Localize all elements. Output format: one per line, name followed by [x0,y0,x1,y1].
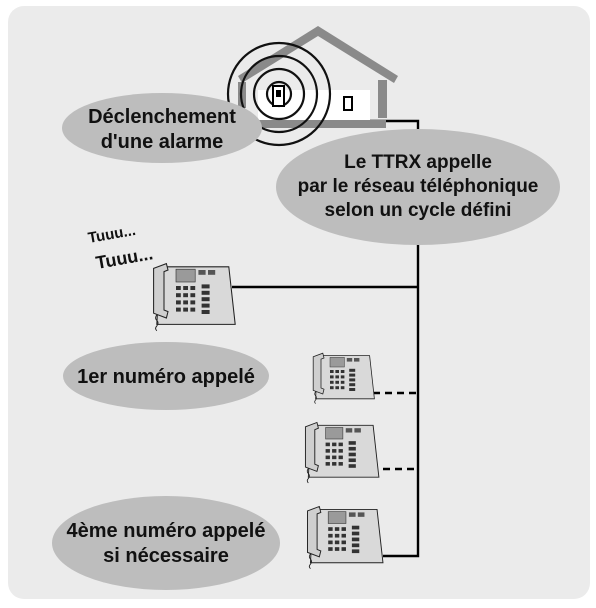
ttrx-label-line2: par le réseau téléphonique [298,176,539,197]
first-number-bubble [63,342,269,410]
fourth-number-bubble [52,496,280,590]
ttrx-transmitter-icon [343,96,353,111]
telephone-icon [153,263,236,332]
alarm-label-line2: d'une alarme [101,131,224,153]
ttrx-label-line3: selon un cycle défini [325,200,512,221]
ttrx-bubble [276,129,560,245]
ttrx-label-line1: Le TTRX appelle [344,152,492,173]
telephone-icon [306,505,384,570]
alarm-label-line1: Déclenchement [88,106,236,128]
fourth-number-label-line1: 4ème numéro appelé [67,520,266,542]
telephone-icon [312,352,375,404]
telephone-icon [304,421,380,484]
alarm-bubble [62,93,262,163]
fourth-number-label-line2: si nécessaire [103,545,229,567]
first-number-label: 1er numéro appelé [77,366,255,388]
